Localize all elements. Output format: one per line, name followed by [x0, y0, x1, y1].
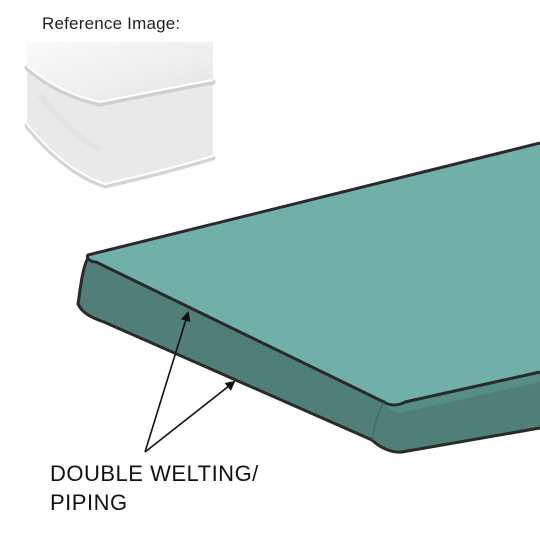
arrow-to-top-welting — [144, 311, 191, 453]
reference-lower-piping — [24, 123, 216, 189]
reference-side-band — [27, 70, 213, 188]
callout-arrows — [144, 311, 236, 453]
cushion-top-welting — [86, 141, 540, 407]
callout-line-1: DOUBLE WELTING/ — [50, 461, 259, 486]
reference-lower-piping-highlight — [26, 123, 214, 186]
cushion-top-surface — [87, 143, 540, 405]
cushion-corner-edge — [371, 401, 385, 441]
reference-image-label: Reference Image: — [42, 14, 181, 33]
cushion-bottom-welting — [76, 257, 540, 454]
reference-upper-piping-highlight — [26, 65, 214, 104]
cushion-illustration — [76, 141, 540, 454]
callout-label: DOUBLE WELTING/ PIPING — [50, 459, 259, 517]
reference-top-surface — [27, 42, 213, 100]
reference-upper-piping — [24, 65, 216, 107]
callout-line-2: PIPING — [50, 490, 128, 515]
reference-image — [24, 42, 216, 190]
arrow-to-bottom-welting — [144, 380, 236, 453]
